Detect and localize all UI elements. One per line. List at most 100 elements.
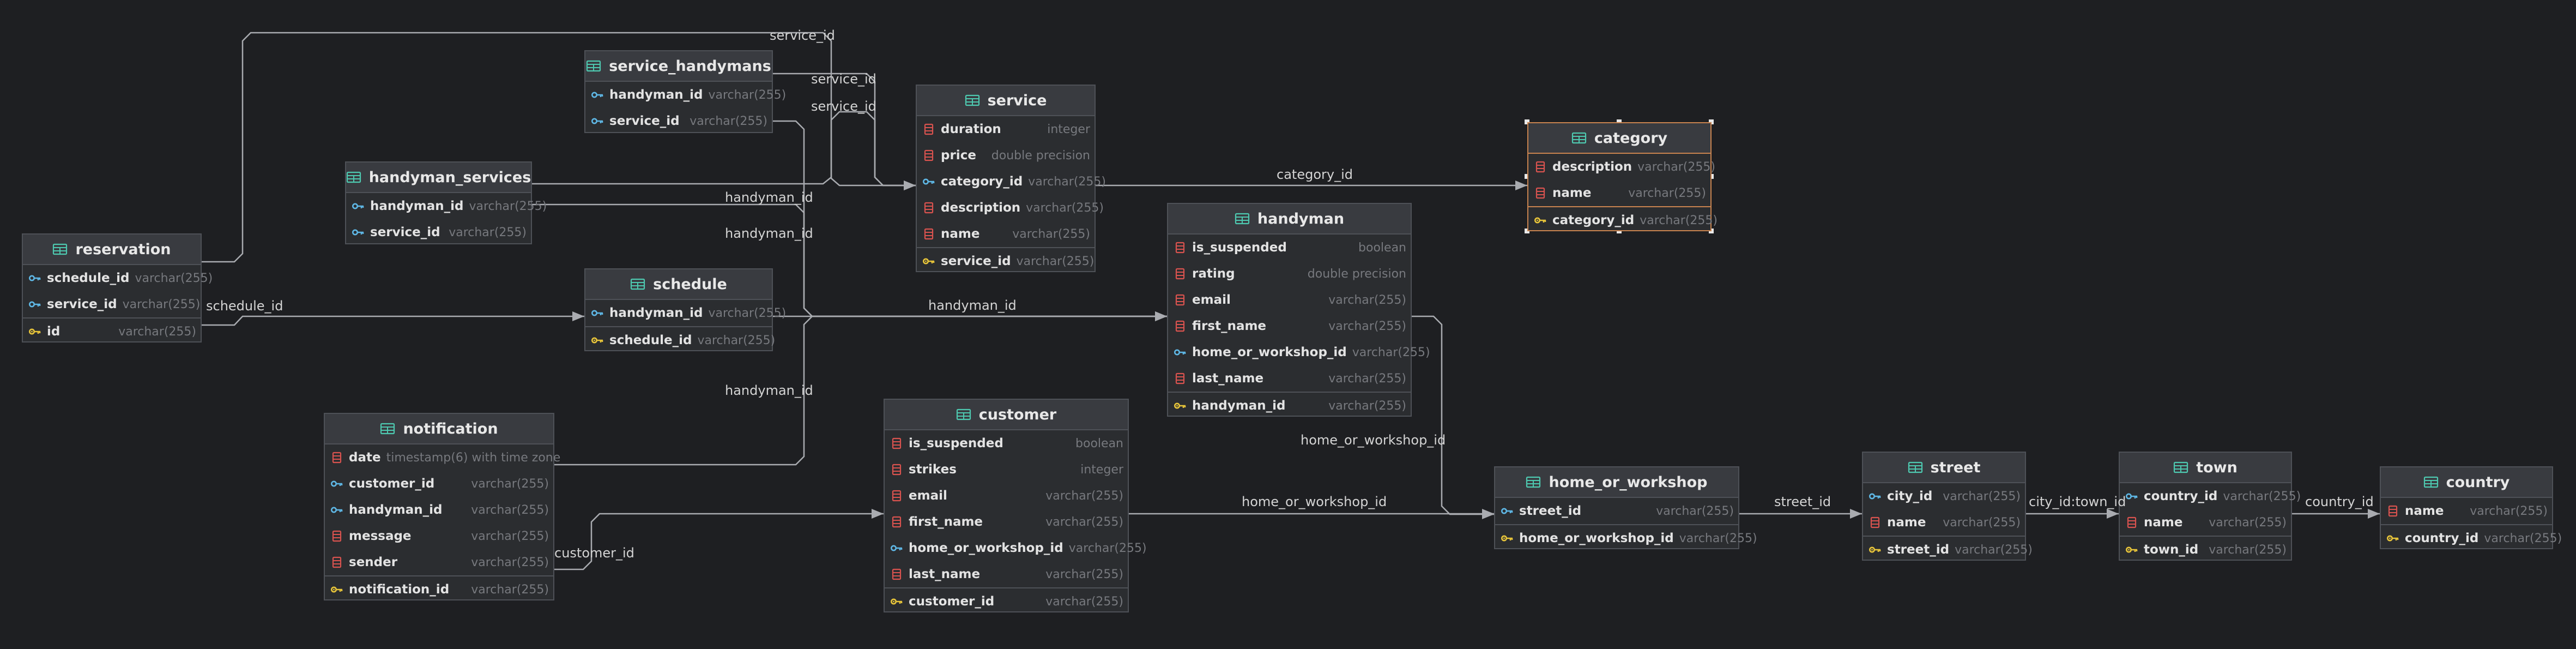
table-header[interactable]: service_handymans [585, 51, 772, 82]
table-header[interactable]: street [1863, 453, 2025, 483]
column-name: handyman_id [1192, 399, 1286, 413]
selection-handle[interactable] [1525, 174, 1529, 179]
table-header[interactable]: home_or_workshop [1495, 467, 1738, 498]
table-header[interactable]: service [917, 86, 1095, 116]
selection-handle[interactable] [1525, 119, 1529, 124]
table-header[interactable]: reservation [23, 235, 201, 265]
table-title: notification [403, 420, 498, 437]
relation-line-handyman_services-service[interactable] [532, 111, 916, 187]
table-header[interactable]: handyman_services [346, 163, 531, 193]
column-name: handyman_id [609, 88, 703, 102]
table-header[interactable]: notification [325, 414, 553, 444]
relation-line-reservation-schedule[interactable] [202, 315, 584, 326]
column-type: varchar(255) [471, 555, 549, 569]
primary-key-icon [2386, 532, 2399, 545]
table-header[interactable]: country [2381, 467, 2552, 498]
primary-key-icon [1174, 399, 1187, 412]
table-header[interactable]: customer [885, 400, 1128, 430]
table-header[interactable]: town [2120, 453, 2291, 483]
selection-handle[interactable] [1709, 119, 1714, 124]
relation-line-notification-customer[interactable] [554, 513, 884, 570]
selection-handle[interactable] [1617, 119, 1622, 124]
relation-arrowhead [2368, 509, 2380, 519]
column-type: varchar(255) [471, 503, 549, 517]
column-type: varchar(255) [1045, 567, 1123, 581]
selection-handle[interactable] [1525, 229, 1529, 233]
table-header[interactable]: category [1528, 123, 1710, 154]
column-type: varchar(255) [1628, 186, 1706, 200]
column-type: varchar(255) [690, 114, 767, 128]
relation-line-service_handymans-service[interactable] [773, 73, 916, 187]
foreign-key-icon [352, 200, 365, 213]
column-type: varchar(255) [2209, 515, 2287, 530]
table-header[interactable]: handyman [1168, 204, 1411, 235]
table-header[interactable]: schedule [585, 269, 772, 300]
relation-line-notification-handyman[interactable] [554, 315, 1167, 466]
relation-line-reservation-service[interactable] [202, 32, 916, 263]
